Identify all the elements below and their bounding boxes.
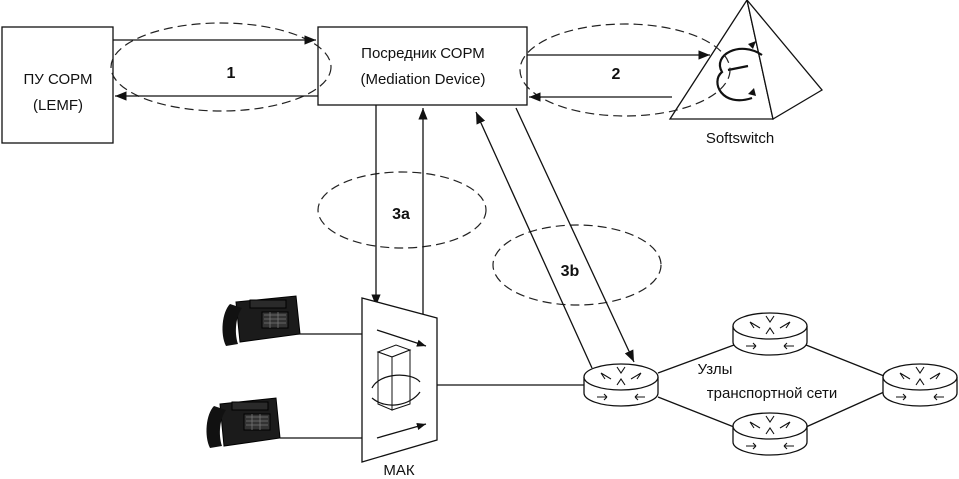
interface-1: 1 (110, 22, 332, 112)
mak-label: МАК (383, 462, 415, 479)
interface-3b-ellipse (492, 224, 662, 306)
link-r1-r2 (657, 344, 735, 374)
interface-3a: 3a (317, 105, 487, 318)
softswitch-node: Softswitch (668, 0, 823, 147)
link-r4-r3 (805, 391, 885, 428)
lemf-label-line1: ПУ СОРМ (24, 71, 93, 88)
interface-3a-ellipse (317, 171, 487, 249)
mediation-device-box (317, 26, 528, 106)
mediation-label-line2: (Mediation Device) (360, 71, 485, 88)
interface-2-ellipse (519, 23, 731, 117)
link-r1-r4 (657, 396, 735, 428)
interface-1-ellipse (110, 22, 332, 112)
interface-3b: 3b (475, 107, 662, 369)
lemf-box (1, 26, 114, 144)
transport-network: Узлы транспортной сети (437, 312, 958, 456)
interface-2-label: 2 (612, 66, 621, 83)
interface-1-label: 1 (227, 65, 236, 82)
router-icon (882, 363, 958, 407)
lemf-node: ПУ СОРМ (LEMF) (1, 26, 114, 144)
interface-3a-label: 3a (392, 206, 410, 223)
arrow-md-to-router (515, 107, 635, 363)
link-r2-r3 (805, 344, 885, 377)
telephone-icon (206, 397, 281, 448)
interface-2: 2 (519, 23, 731, 117)
transport-label-line1: Узлы (698, 361, 733, 378)
mediation-label-line1: Посредник СОРМ (361, 45, 485, 62)
router-icon (583, 363, 659, 407)
arrow-router-to-md (475, 111, 593, 369)
mak-node: МАК (361, 297, 438, 479)
phone-2 (206, 397, 362, 448)
telephone-icon (222, 295, 301, 346)
softswitch-pyramid-icon (668, 0, 823, 121)
lemf-label-line2: (LEMF) (33, 97, 83, 114)
interface-3b-label: 3b (561, 263, 580, 280)
phone-1 (222, 295, 362, 346)
softswitch-label: Softswitch (706, 130, 774, 147)
mediation-device-node: Посредник СОРМ (Mediation Device) (317, 26, 528, 106)
router-icon (732, 412, 808, 456)
transport-label-line2: транспортной сети (707, 385, 837, 402)
mak-cube-icon (371, 344, 421, 411)
router-icon (732, 312, 808, 356)
